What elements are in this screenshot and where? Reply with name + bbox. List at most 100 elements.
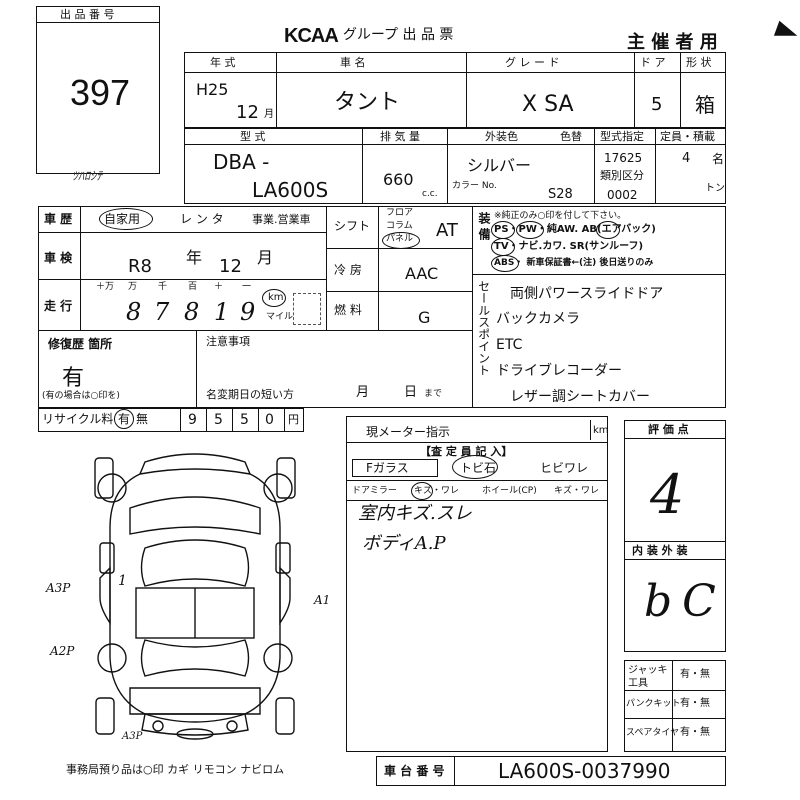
- class-number: 0002: [607, 188, 638, 202]
- abs-circle: [491, 255, 519, 272]
- name-change-until: まで: [424, 389, 443, 399]
- repair-label: 修復歴 箇所: [48, 337, 113, 351]
- shift-floor: フロア: [386, 208, 414, 218]
- chassis-number: LA600S‐0037990: [498, 759, 671, 783]
- lot-note: ﾂﾊﾛｼﾃ: [72, 169, 103, 183]
- doors-label: ド ア: [640, 56, 666, 69]
- color-change-label: 色替: [560, 130, 582, 143]
- fuel-label: 燃 料: [334, 303, 362, 317]
- damage-mark: A2P: [50, 644, 75, 658]
- color-code-label: カラー No.: [452, 181, 497, 191]
- inspection-month: 12: [219, 256, 242, 277]
- month-unit: 月: [264, 109, 274, 120]
- tv-circle: [491, 238, 515, 256]
- mileage-box: [293, 293, 321, 325]
- ac-label: 冷 房: [334, 263, 362, 277]
- ac-value: AAC: [405, 264, 439, 283]
- selling-item: ETC: [496, 337, 523, 353]
- score-label: 評 価 点: [648, 423, 689, 436]
- logo: KCAA: [284, 25, 339, 47]
- ab-circle: [596, 221, 620, 239]
- handwritten-note-1: 室内キズ.スレ: [358, 503, 472, 524]
- model-label: 型 式: [240, 130, 266, 143]
- class-label: 類別区分: [600, 169, 644, 182]
- mileage-digit: 9: [240, 298, 256, 326]
- equip-line-tv: TV・ナビ.カワ. SR(サンルーフ): [494, 241, 644, 252]
- name-change-label: 名変期日の短い方: [206, 388, 294, 401]
- chip-circle: [452, 455, 498, 479]
- displacement-unit: c.c.: [422, 189, 438, 199]
- handwritten-note-2: ボディA.P: [362, 533, 446, 554]
- color-value: シルバー: [467, 156, 532, 175]
- form-title: . グループ 出 品 票: [334, 27, 454, 43]
- color-label: 外装色: [485, 130, 518, 143]
- equip-line-abs: ABS・ 新車保証書←(注) 後日送りのみ: [494, 258, 654, 268]
- mileage-digit: 1: [214, 298, 230, 326]
- jack-value: 有・無: [680, 669, 710, 680]
- mile-unit: マイル: [266, 312, 294, 322]
- lot-label: 出 品 番 号: [60, 8, 115, 21]
- selling-item: バックカメラ: [496, 311, 580, 327]
- model-prefix: DBA ‐: [213, 150, 270, 174]
- mileage-unit: 一: [242, 282, 252, 292]
- business-use: 事業.営業車: [252, 213, 311, 226]
- ton-unit: トン: [705, 183, 725, 194]
- int-ext-label: 内 装 外 装: [632, 544, 688, 557]
- name-label: 車 名: [340, 56, 366, 69]
- shape-label: 形 状: [686, 56, 712, 69]
- displacement-value: 660: [383, 170, 414, 189]
- spare-tire-label: スペアタイヤ: [626, 728, 680, 738]
- mileage-unit: 百: [188, 282, 198, 292]
- spare-tire-value: 有・無: [680, 727, 710, 738]
- inspector-label: 【査 定 員 記 入】: [420, 445, 513, 458]
- mileage-digit: 8: [184, 298, 200, 326]
- recycle-digit: 0: [265, 412, 274, 428]
- private-circle: [99, 208, 153, 230]
- role-label: 主 催 者 用: [627, 32, 718, 53]
- glass-crack: ヒビワレ: [540, 461, 589, 475]
- selling-label: セールスポイント: [476, 280, 491, 376]
- shape-value: 箱: [695, 93, 715, 117]
- km-circle: [262, 289, 286, 307]
- mileage-unit: ＋万: [96, 282, 115, 292]
- capacity-unit: 名: [712, 152, 725, 166]
- mileage-unit: 千: [158, 282, 168, 292]
- mileage-digit: 7: [154, 298, 170, 326]
- inspection-month-unit: 月: [257, 248, 274, 267]
- car-diagram: [94, 453, 296, 740]
- inspection-label: 車 検: [44, 251, 73, 265]
- corner-mark-icon: [773, 20, 800, 44]
- doors-value: 5: [651, 94, 663, 115]
- pw-circle: [516, 221, 544, 239]
- rental: レ ン タ: [180, 212, 224, 226]
- damage-mark: A3P: [122, 731, 143, 742]
- capacity-label: 定員・積載: [660, 130, 715, 143]
- recycle-digit: 9: [188, 412, 197, 428]
- grade-value: X SA: [522, 92, 574, 117]
- equip-label: 装 備: [477, 212, 491, 241]
- mirror-circle: [411, 482, 433, 500]
- recycle-digit: 5: [214, 412, 223, 428]
- car-name: タント: [334, 90, 401, 115]
- damage-mark: A3P: [46, 581, 71, 595]
- wheel-values: キズ・ワレ: [554, 486, 600, 496]
- model-value: LA600S: [252, 178, 329, 202]
- equip-line-ps: PS・PW・純AW. AB(エアバック): [494, 224, 656, 235]
- shift-label: シフト: [334, 219, 371, 233]
- puncture-kit-label: パンクキット: [626, 699, 681, 709]
- recycle-no: 無: [136, 412, 149, 426]
- damage-mark: A1: [314, 593, 331, 607]
- color-code: S28: [548, 187, 573, 202]
- name-change-month: 月: [356, 385, 370, 400]
- capacity-value: 4: [682, 151, 691, 166]
- year-value: H25: [196, 80, 229, 99]
- repair-value: 有: [62, 366, 85, 391]
- recycle-label: リサイクル料: [42, 412, 114, 426]
- recycle-yes-circle: [114, 409, 134, 429]
- glass-label: Fガラス: [366, 461, 409, 475]
- fuel-value: G: [418, 308, 431, 327]
- puncture-kit-value: 有・無: [680, 698, 710, 709]
- meter-label: 現メーター指示: [366, 425, 451, 439]
- recycle-digit: 5: [240, 412, 249, 428]
- mileage-digit: 8: [126, 298, 142, 326]
